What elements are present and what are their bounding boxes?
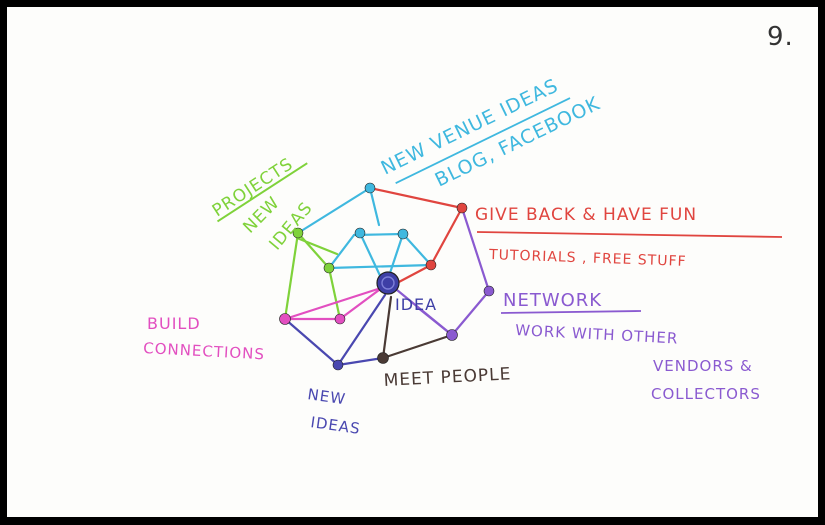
mind-map-diagram: 9. xyxy=(143,22,794,438)
node-inner-blue-left xyxy=(354,227,366,239)
node-idea-center xyxy=(376,271,400,295)
node-projects xyxy=(292,227,304,239)
node-inner-purple xyxy=(446,329,458,341)
network-line-1: NETWORK xyxy=(503,290,602,311)
give-back-line-1: GIVE BACK & HAVE FUN xyxy=(475,205,697,225)
node-inner-green xyxy=(323,262,335,274)
network-line-2: WORK WITH OTHER xyxy=(515,321,679,348)
new-ideas-line-2: IDEAS xyxy=(309,413,361,438)
node-new-venue xyxy=(364,182,376,194)
build-connections-line-2: CONNECTIONS xyxy=(143,339,266,363)
node-inner-red xyxy=(425,259,437,271)
label-meet-people: MEET PEOPLE xyxy=(383,364,512,391)
node-give-back xyxy=(456,202,468,214)
connector-lines xyxy=(283,186,491,367)
network-line-4: COLLECTORS xyxy=(651,385,761,403)
label-new-ideas: NEW IDEAS xyxy=(306,385,361,438)
give-back-line-2: TUTORIALS , FREE STUFF xyxy=(488,247,687,270)
label-give-back: GIVE BACK & HAVE FUN TUTORIALS , FREE ST… xyxy=(475,205,783,270)
node-idea-center-ring xyxy=(381,276,395,290)
new-ideas-line-1: NEW xyxy=(306,385,347,408)
node-inner-pink xyxy=(334,313,346,325)
diagram-nodes xyxy=(279,182,495,371)
node-network xyxy=(483,285,495,297)
network-line-3: VENDORS & xyxy=(653,357,753,375)
build-connections-line-1: BUILD xyxy=(147,314,201,333)
label-build-connections: BUILD CONNECTIONS xyxy=(143,314,266,363)
node-new-ideas xyxy=(332,359,344,371)
node-inner-blue-right xyxy=(397,228,409,240)
index-card: 9. xyxy=(7,7,818,517)
center-idea-label: IDEA xyxy=(395,295,437,314)
node-build-connections xyxy=(279,313,291,325)
label-network: NETWORK WORK WITH OTHER VENDORS & COLLEC… xyxy=(500,290,761,403)
page-number: 9. xyxy=(767,22,794,52)
node-meet-people xyxy=(377,352,389,364)
